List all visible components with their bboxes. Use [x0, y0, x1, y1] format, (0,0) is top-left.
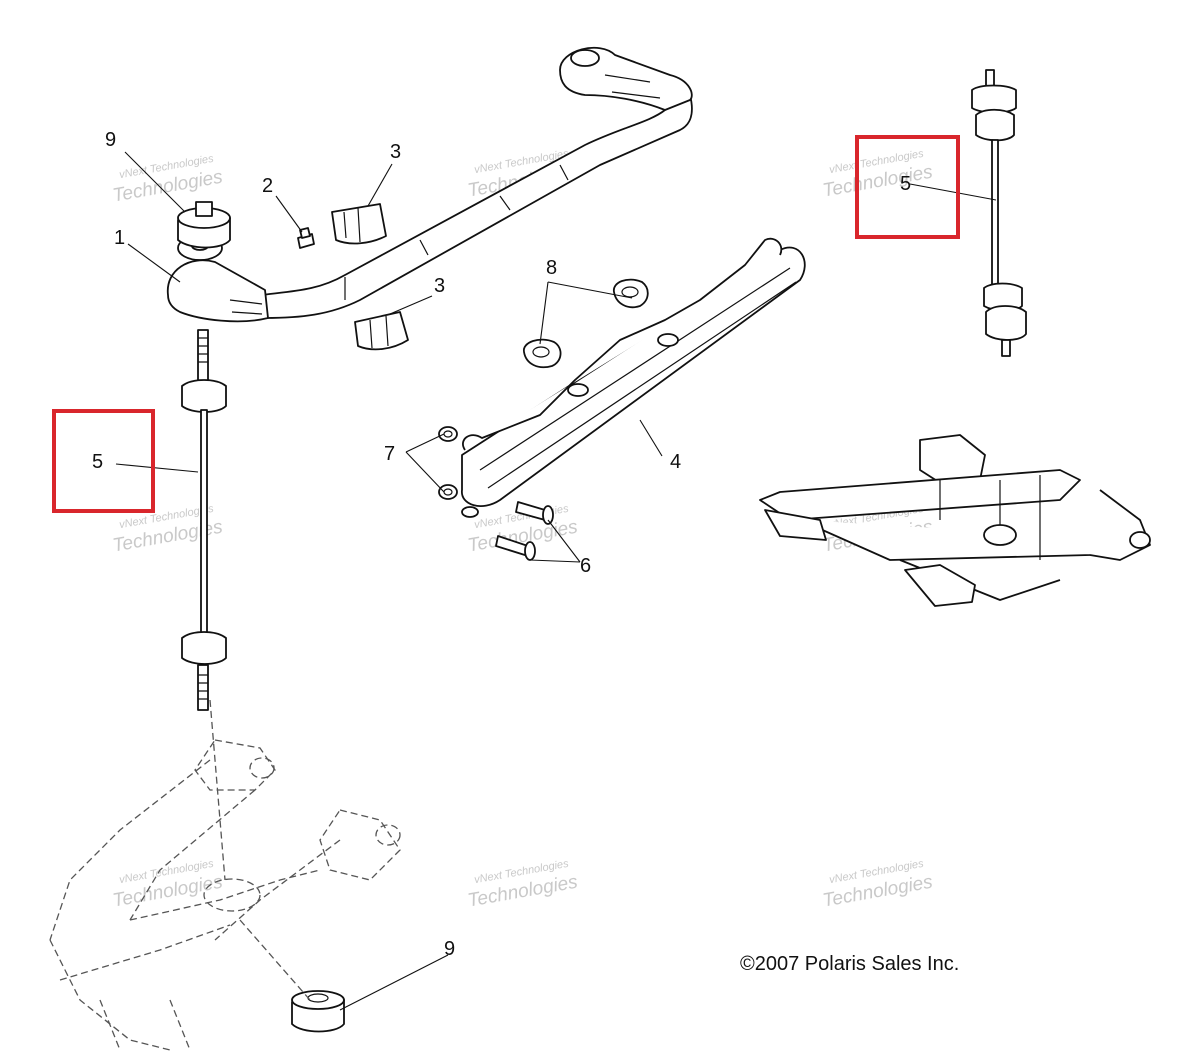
callout-6: 6 [580, 555, 591, 577]
ghosted-rear-suspension [49, 699, 401, 1051]
callout-9-bottom: 9 [444, 938, 455, 960]
link-bushing-part-9-top [177, 201, 231, 249]
pin-part-6-lower [495, 535, 536, 561]
callout-3-upper: 3 [390, 141, 401, 163]
callout-1: 1 [114, 227, 125, 249]
callout-5-left: 5 [92, 451, 103, 473]
stabilizer-link-part-5-left [181, 329, 227, 711]
stabilizer-bar-part-1 [167, 46, 693, 323]
callout-3-lower: 3 [434, 275, 445, 297]
nut-part-7-lower [438, 484, 458, 500]
callout-9-top: 9 [105, 129, 116, 151]
nut-part-7-upper [438, 426, 458, 442]
callout-8: 8 [546, 257, 557, 279]
link-bushing-part-9-bottom [291, 990, 345, 1033]
bar-bushing-part-3-lower [354, 311, 409, 351]
stabilizer-link-part-5-right [971, 69, 1027, 357]
highlight-box-part-5-right [855, 135, 960, 239]
callout-2: 2 [262, 175, 273, 197]
grommet-part-8-left [523, 338, 562, 369]
rail-mount-bracket-part-4 [461, 237, 806, 518]
pin-part-6-upper [515, 501, 554, 525]
callout-5-right: 5 [900, 173, 911, 195]
callout-4: 4 [670, 451, 681, 473]
callout-numbers: 9 1 2 3 3 8 4 5 5 6 7 9 [92, 129, 911, 960]
grease-fitting-part-2 [297, 227, 315, 249]
bar-bushing-part-3-upper [331, 203, 387, 245]
rear-suspension-inset [759, 434, 1151, 607]
leader-lines [115, 151, 997, 1011]
callout-7: 7 [384, 443, 395, 465]
grommet-part-8-right [613, 278, 649, 309]
highlight-box-part-5-left [52, 409, 155, 513]
copyright-notice: ©2007 Polaris Sales Inc. [740, 953, 959, 975]
